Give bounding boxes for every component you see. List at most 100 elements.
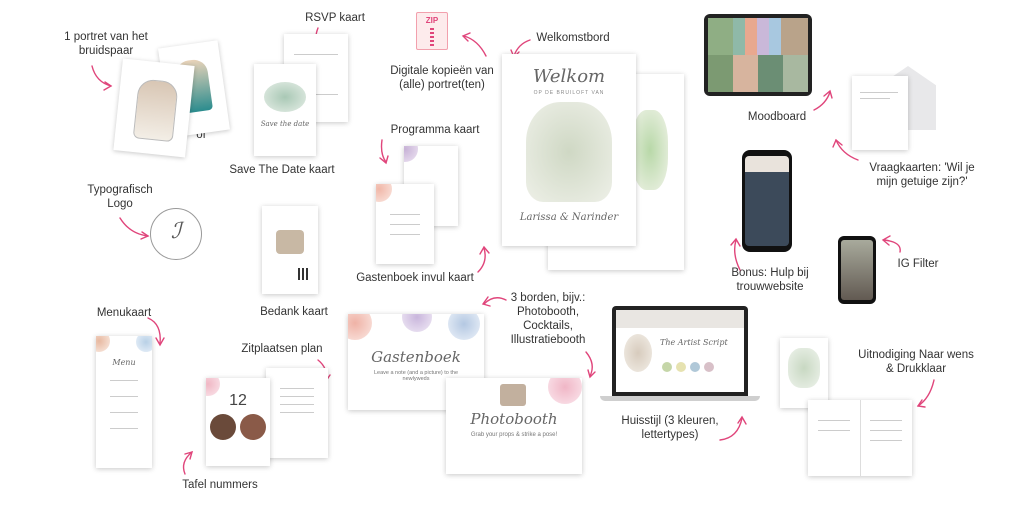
doily-decoration bbox=[376, 184, 392, 202]
doily-decoration bbox=[402, 314, 432, 332]
house-style-couple bbox=[624, 334, 652, 372]
invitation-line bbox=[870, 420, 902, 421]
zip-file-label: ZIP bbox=[425, 16, 439, 25]
label-of: of bbox=[196, 129, 206, 141]
zip-zipper bbox=[430, 28, 434, 46]
house-color-swatch bbox=[704, 362, 714, 372]
house-style-laptop: The Artist Script bbox=[612, 306, 748, 396]
house-color-swatch bbox=[690, 362, 700, 372]
mood-photo bbox=[708, 55, 733, 92]
table-number-card: 12 bbox=[206, 378, 270, 466]
welcome-back-watercolor bbox=[632, 110, 668, 190]
save-date-title: Save the date bbox=[260, 120, 310, 128]
house-style-site-title: The Artist Script bbox=[660, 338, 728, 347]
photobooth-title: Photobooth bbox=[470, 410, 558, 428]
typographic-logo: ℐ bbox=[150, 208, 202, 260]
question-line bbox=[860, 92, 898, 93]
house-style-screen: The Artist Script bbox=[616, 310, 744, 392]
mood-photo bbox=[708, 18, 733, 55]
rsvp-line bbox=[294, 54, 338, 55]
mood-swatch bbox=[733, 18, 745, 55]
label-house-style: Huisstijl (3 kleuren, lettertypes) bbox=[621, 415, 719, 441]
label-rsvp: RSVP kaart bbox=[305, 12, 365, 24]
mood-swatch bbox=[745, 18, 757, 55]
moodboard-tablet bbox=[704, 14, 812, 96]
photobooth-board: Photobooth Grab your props & strike a po… bbox=[446, 378, 582, 474]
program-card bbox=[376, 184, 434, 264]
ig-filter-phone-screen bbox=[841, 240, 873, 300]
website-phone bbox=[742, 150, 792, 252]
program-line bbox=[390, 234, 420, 235]
menu-line bbox=[110, 428, 138, 429]
save-the-date-card: Save the date bbox=[254, 64, 316, 156]
logo-monogram-glyph: ℐ bbox=[170, 219, 182, 244]
label-guestbook: Gastenboek invul kaart bbox=[356, 272, 474, 284]
label-menu: Menukaart bbox=[96, 307, 152, 319]
menu-line bbox=[110, 396, 138, 397]
seating-line bbox=[280, 388, 314, 389]
label-three-boards: 3 borden, bijv.: Photobooth, Cocktails, … bbox=[510, 292, 586, 346]
house-style-header bbox=[616, 310, 744, 328]
invitation-card-open bbox=[808, 400, 912, 476]
label-question-cards: Vraagkaarten: 'Wil je mijn getuige zijn?… bbox=[869, 162, 975, 188]
invitation-line bbox=[818, 420, 850, 421]
house-color-swatch bbox=[662, 362, 672, 372]
invitation-watercolor bbox=[788, 348, 820, 388]
label-program: Programma kaart bbox=[390, 124, 480, 136]
mood-photo bbox=[758, 55, 783, 92]
mood-photo bbox=[781, 18, 808, 55]
photobooth-subtitle: Grab your props & strike a pose! bbox=[470, 432, 558, 438]
label-thank-you: Bedank kaart bbox=[260, 306, 328, 318]
portrait-card-front bbox=[113, 58, 195, 158]
thank-you-card bbox=[262, 206, 318, 294]
label-moodboard: Moodboard bbox=[747, 111, 807, 123]
guestbook-title: Gastenboek bbox=[371, 348, 461, 366]
doily-decoration bbox=[348, 314, 372, 340]
label-portrait: 1 portret van het bruidspaar bbox=[64, 31, 148, 57]
seating-line bbox=[280, 412, 314, 413]
seating-plan-card bbox=[266, 368, 328, 458]
label-bonus: Bonus: Hulp bij trouwwebsite bbox=[731, 267, 809, 293]
welcome-subtitle: OP DE BRUILOFT VAN bbox=[533, 90, 605, 96]
portrait-couple-illustration bbox=[132, 78, 179, 143]
moodboard-screen bbox=[708, 18, 808, 92]
doily-decoration bbox=[448, 314, 480, 340]
menu-line bbox=[110, 412, 138, 413]
guestbook-subtitle: Leave a note (and a picture) to the newl… bbox=[373, 370, 459, 382]
ig-filter-phone bbox=[838, 236, 876, 304]
label-save-the-date: Save The Date kaart bbox=[229, 164, 335, 176]
save-date-watercolor bbox=[264, 82, 306, 112]
mood-photo bbox=[783, 55, 808, 92]
label-table-numbers: Tafel nummers bbox=[182, 479, 258, 491]
welcome-couple-watercolor bbox=[526, 102, 612, 202]
invitation-line bbox=[818, 430, 850, 431]
invitation-card-back bbox=[780, 338, 828, 408]
label-ig-filter: IG Filter bbox=[897, 258, 939, 270]
question-line bbox=[860, 98, 890, 99]
doily-decoration bbox=[96, 336, 110, 352]
table-guest-photo bbox=[240, 414, 266, 440]
label-welcome-board: Welkomstbord bbox=[536, 32, 610, 44]
welcome-title: Welkom bbox=[532, 66, 606, 87]
house-color-swatch bbox=[676, 362, 686, 372]
doily-decoration bbox=[548, 378, 582, 404]
laptop-base bbox=[600, 396, 760, 401]
table-guest-photo bbox=[210, 414, 236, 440]
welcome-board: Welkom OP DE BRUILOFT VAN Larissa & Nari… bbox=[502, 54, 636, 246]
menu-line bbox=[110, 380, 138, 381]
welcome-names: Larissa & Narinder bbox=[519, 212, 619, 223]
mood-swatch bbox=[757, 18, 769, 55]
thank-you-qr bbox=[298, 268, 310, 280]
doily-decoration bbox=[206, 378, 220, 396]
table-number-value: 12 bbox=[229, 392, 247, 409]
invitation-line bbox=[870, 440, 902, 441]
invitation-fold bbox=[860, 400, 861, 476]
label-invitation: Uitnodiging Naar wens & Drukklaar bbox=[858, 349, 974, 375]
website-phone-screen bbox=[745, 156, 789, 246]
question-card bbox=[852, 76, 908, 150]
doily-decoration bbox=[404, 146, 418, 162]
seating-line bbox=[280, 396, 314, 397]
label-digital-copies: Digitale kopieën van (alle) portret(ten) bbox=[390, 65, 494, 91]
zip-file-icon: ZIP bbox=[416, 12, 448, 50]
